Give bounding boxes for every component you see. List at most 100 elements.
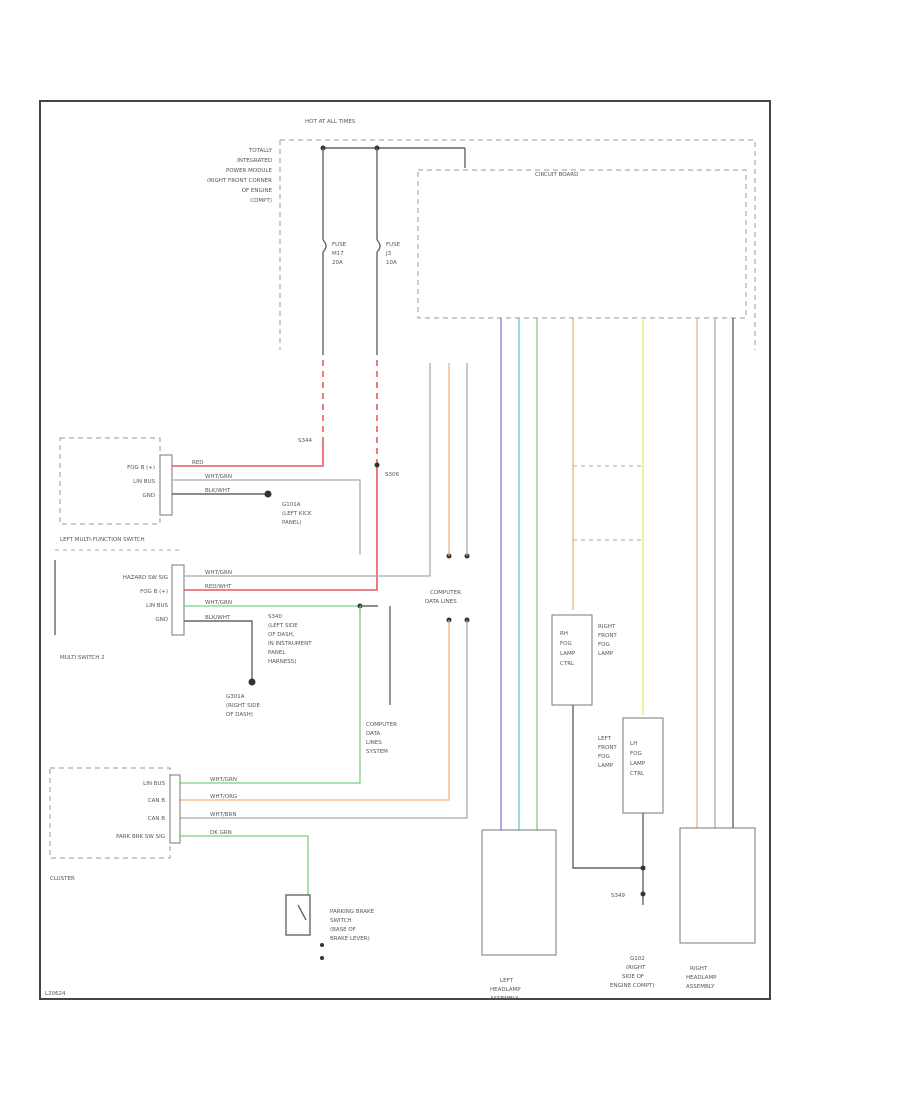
ground-g301a-line-2: (RIGHT SIDE: [226, 703, 260, 709]
footer-code: L20624: [45, 991, 66, 997]
cluster-lin-label: WHT/GRN: [210, 777, 237, 783]
lh-fog-ctrl-3: LAMP: [630, 761, 646, 767]
tipm-boundary-top: [280, 139, 756, 350]
fuse-right-name: FUSE: [386, 242, 401, 248]
right-headlamp-2: HEADLAMP: [686, 975, 717, 981]
computer-data-lines-system-2: DATA: [366, 731, 380, 737]
fuse-left-rating: 20A: [332, 260, 343, 266]
rh-fog-ctrl-3: LAMP: [560, 651, 576, 657]
upper-switch-boundary: [59, 437, 161, 525]
right-front-fog-2: FRONT: [598, 633, 617, 639]
tipm-line-2: INTEGRATED: [237, 158, 272, 164]
left-front-fog-1: LEFT: [598, 736, 612, 742]
cluster-pin-can-1: CAN B: [148, 798, 165, 804]
park-brake-switch-lever: [297, 904, 307, 921]
left-headlamp-2: HEADLAMP: [490, 987, 521, 993]
fuse-left-name: FUSE: [332, 242, 347, 248]
diagram-frame: [39, 100, 771, 1000]
hazard-wire-label: WHT/GRN: [205, 570, 232, 576]
left-headlamp-3: ASSEMBLY: [490, 996, 519, 1002]
computer-data-lines-2: DATA LINES: [425, 599, 457, 605]
red-wht-wire-to-lower-switch: [172, 462, 378, 591]
left-headlamp-box: [481, 829, 557, 956]
cluster-pin-park: PARK BRK SW SIG: [116, 834, 165, 840]
right-headlamp-3: ASSEMBLY: [686, 984, 715, 990]
splice-s340-line-6: HARNESS): [268, 659, 296, 665]
park-brake-line-1: PARKING BRAKE: [330, 909, 375, 915]
lower-switch-pin-lin: LIN BUS: [146, 603, 168, 609]
ground-g102-2: (RIGHT: [626, 965, 646, 971]
cluster-park-label: DK GRN: [210, 830, 232, 836]
splice-s340-line-5: PANEL: [268, 650, 286, 656]
park-brake-line-3: (BASE OF: [330, 927, 356, 933]
lh-fog-ctrl-4: CTRL: [630, 771, 645, 777]
lower-lin-wire-label: WHT/GRN: [205, 600, 232, 606]
splice-s306-label: S306: [385, 472, 399, 478]
upper-switch-connector: [159, 454, 173, 516]
tipm-line-1: TOTALLY: [248, 148, 273, 154]
ground-g301a-line-1: G301A: [226, 694, 245, 700]
fuse-left-symbol: [322, 239, 327, 253]
tipm-line-6: COMPT): [250, 198, 272, 204]
tipm-line-4: (RIGHT FRONT CORNER: [207, 178, 272, 184]
right-front-fog-3: FOG: [598, 642, 610, 648]
cluster-can1-label: WHT/ORG: [210, 794, 237, 800]
rh-fog-ground-wire: [572, 705, 643, 869]
ground-g301a-line-3: OF DASH): [226, 712, 253, 718]
upper-switch-pin-lin: LIN BUS: [133, 479, 155, 485]
ground-g102-node: [640, 891, 646, 897]
upper-switch-pin-fog: FOG B (+): [127, 465, 155, 471]
upper-lin-wire: [172, 479, 361, 555]
left-front-fog-2: FRONT: [598, 745, 617, 751]
red-wire-to-upper-switch: [172, 440, 324, 467]
red-wire-label: RED: [192, 460, 204, 466]
ground-g102-4: ENGINE COMPT): [610, 983, 655, 989]
park-brake-wire: [180, 835, 309, 895]
left-headlamp-1: LEFT: [500, 978, 514, 984]
splice-s340-line-3: OF DASH,: [268, 632, 295, 638]
lh-fog-ctrl-2: FOG: [630, 751, 642, 757]
circuit-board-label: CIRCUIT BOARD: [535, 172, 578, 178]
circuit-board-boundary: [417, 169, 747, 319]
right-front-fog-4: LAMP: [598, 651, 614, 657]
right-front-fog-1: RIGHT: [598, 624, 616, 630]
rh-fog-ctrl-1: RH: [560, 631, 568, 637]
computer-data-lines-system-3: LINES: [366, 740, 382, 746]
splice-s349-node: [640, 865, 646, 871]
upper-switch-pin-gnd: GND: [142, 493, 155, 499]
lower-switch-pin-hazard: HAZARD SW SIG: [123, 575, 168, 581]
rh-fog-lamp-box: [551, 614, 593, 706]
upper-ground-wire-label: BLK/WHT: [205, 488, 231, 494]
lower-switch-pin-fog: FOG B (+): [140, 589, 168, 595]
park-brake-ground-2: [320, 956, 324, 960]
fuse-right-id: J3: [385, 251, 392, 257]
ground-g102-1: G102: [630, 956, 645, 962]
lh-fog-lamp-box: [622, 717, 664, 814]
hazard-wire: [184, 363, 431, 577]
can-b2-cluster-wire: [180, 620, 468, 819]
splice-s349-label: S349: [611, 893, 625, 899]
ground-g101a-line-1: G101A: [282, 502, 301, 508]
tipm-line-3: POWER MODULE: [226, 168, 273, 174]
multi-switch-caption: MULTI SWITCH 2: [60, 655, 105, 661]
right-headlamp-box: [679, 827, 756, 944]
fuse-left-id: M17: [332, 251, 344, 257]
hot-at-all-times-label: HOT AT ALL TIMES: [305, 119, 356, 125]
cluster-can2-label: WHT/BRN: [210, 812, 237, 818]
computer-data-lines-1: COMPUTER: [430, 590, 461, 596]
tipm-line-5: OF ENGINE: [242, 188, 273, 194]
splice-s340-line-1: S340: [268, 614, 282, 620]
lh-fog-ctrl-1: LH: [630, 741, 637, 747]
lower-switch-connector: [171, 564, 185, 636]
left-front-fog-3: FOG: [598, 754, 610, 760]
ground-g102-3: SIDE OF: [622, 974, 644, 980]
fuse-right-rating: 10A: [386, 260, 397, 266]
ground-g301a-symbol: [248, 678, 256, 686]
splice-s340-line-2: (LEFT SIDE: [268, 623, 298, 629]
ground-g101a-symbol: [264, 490, 272, 498]
splice-s340-line-4: IN INSTRUMENT: [268, 641, 312, 647]
can-b-cluster-wire: [180, 620, 450, 801]
right-headlamp-1: RIGHT: [690, 966, 708, 972]
fuse-right-symbol: [376, 239, 381, 253]
